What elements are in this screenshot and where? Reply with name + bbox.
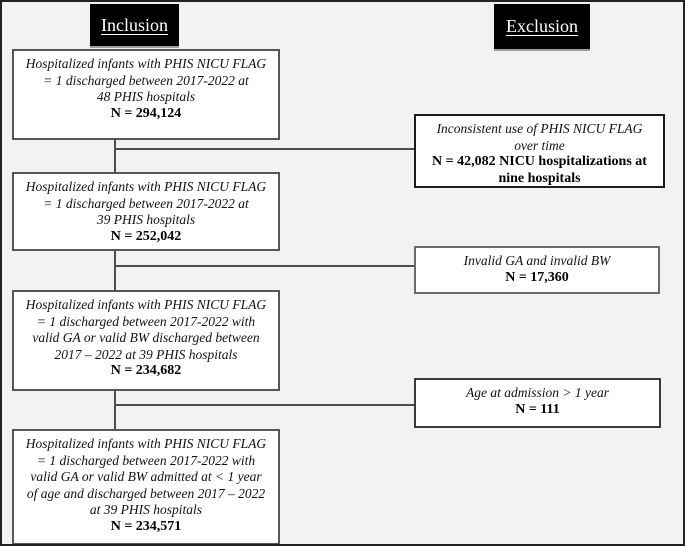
inclusion-header: Inclusion xyxy=(90,4,179,46)
inclusion-box-2: Hospitalized infants with PHIS NICU FLAG… xyxy=(12,172,280,251)
exclusion-box-3-count: N = 111 xyxy=(515,401,560,417)
inclusion-box-1-text: Hospitalized infants with PHIS NICU FLAG… xyxy=(25,56,267,104)
exclusion-box-1: Inconsistent use of PHIS NICU FLAG over … xyxy=(414,114,665,188)
connector-vertical-1 xyxy=(114,139,116,173)
inclusion-box-1-count: N = 294,124 xyxy=(110,105,182,121)
inclusion-box-4-text: Hospitalized infants with PHIS NICU FLAG… xyxy=(25,436,267,517)
exclusion-box-1-count: N = 42,082 NICU hospitalizations at nine… xyxy=(432,154,647,186)
exclusion-box-2: Invalid GA and invalid BW N = 17,360 xyxy=(414,246,660,294)
inclusion-box-3: Hospitalized infants with PHIS NICU FLAG… xyxy=(12,290,280,391)
exclusion-header-label: Exclusion xyxy=(506,16,578,36)
inclusion-box-4-count: N = 234,571 xyxy=(110,518,182,534)
inclusion-box-2-count: N = 252,042 xyxy=(110,228,182,244)
exclusion-box-2-text: Invalid GA and invalid BW xyxy=(463,253,611,268)
connector-branch-2 xyxy=(114,265,414,267)
exclusion-box-3: Age at admission > 1 year N = 111 xyxy=(414,378,661,428)
inclusion-box-3-text: Hospitalized infants with PHIS NICU FLAG… xyxy=(25,297,267,362)
connector-branch-1 xyxy=(114,148,414,150)
exclusion-header: Exclusion xyxy=(494,4,590,49)
inclusion-box-3-count: N = 234,682 xyxy=(110,363,182,378)
connector-vertical-2 xyxy=(114,250,116,291)
inclusion-header-label: Inclusion xyxy=(101,14,168,35)
exclusion-box-1-text: Inconsistent use of PHIS NICU FLAG over … xyxy=(436,121,643,153)
inclusion-box-1: Hospitalized infants with PHIS NICU FLAG… xyxy=(12,49,280,140)
exclusion-box-2-count: N = 17,360 xyxy=(505,269,569,285)
connector-vertical-3 xyxy=(114,390,116,430)
inclusion-box-2-text: Hospitalized infants with PHIS NICU FLAG… xyxy=(25,179,267,227)
connector-branch-3 xyxy=(114,404,414,406)
inclusion-box-4: Hospitalized infants with PHIS NICU FLAG… xyxy=(12,429,280,544)
exclusion-box-3-text: Age at admission > 1 year xyxy=(466,385,609,400)
